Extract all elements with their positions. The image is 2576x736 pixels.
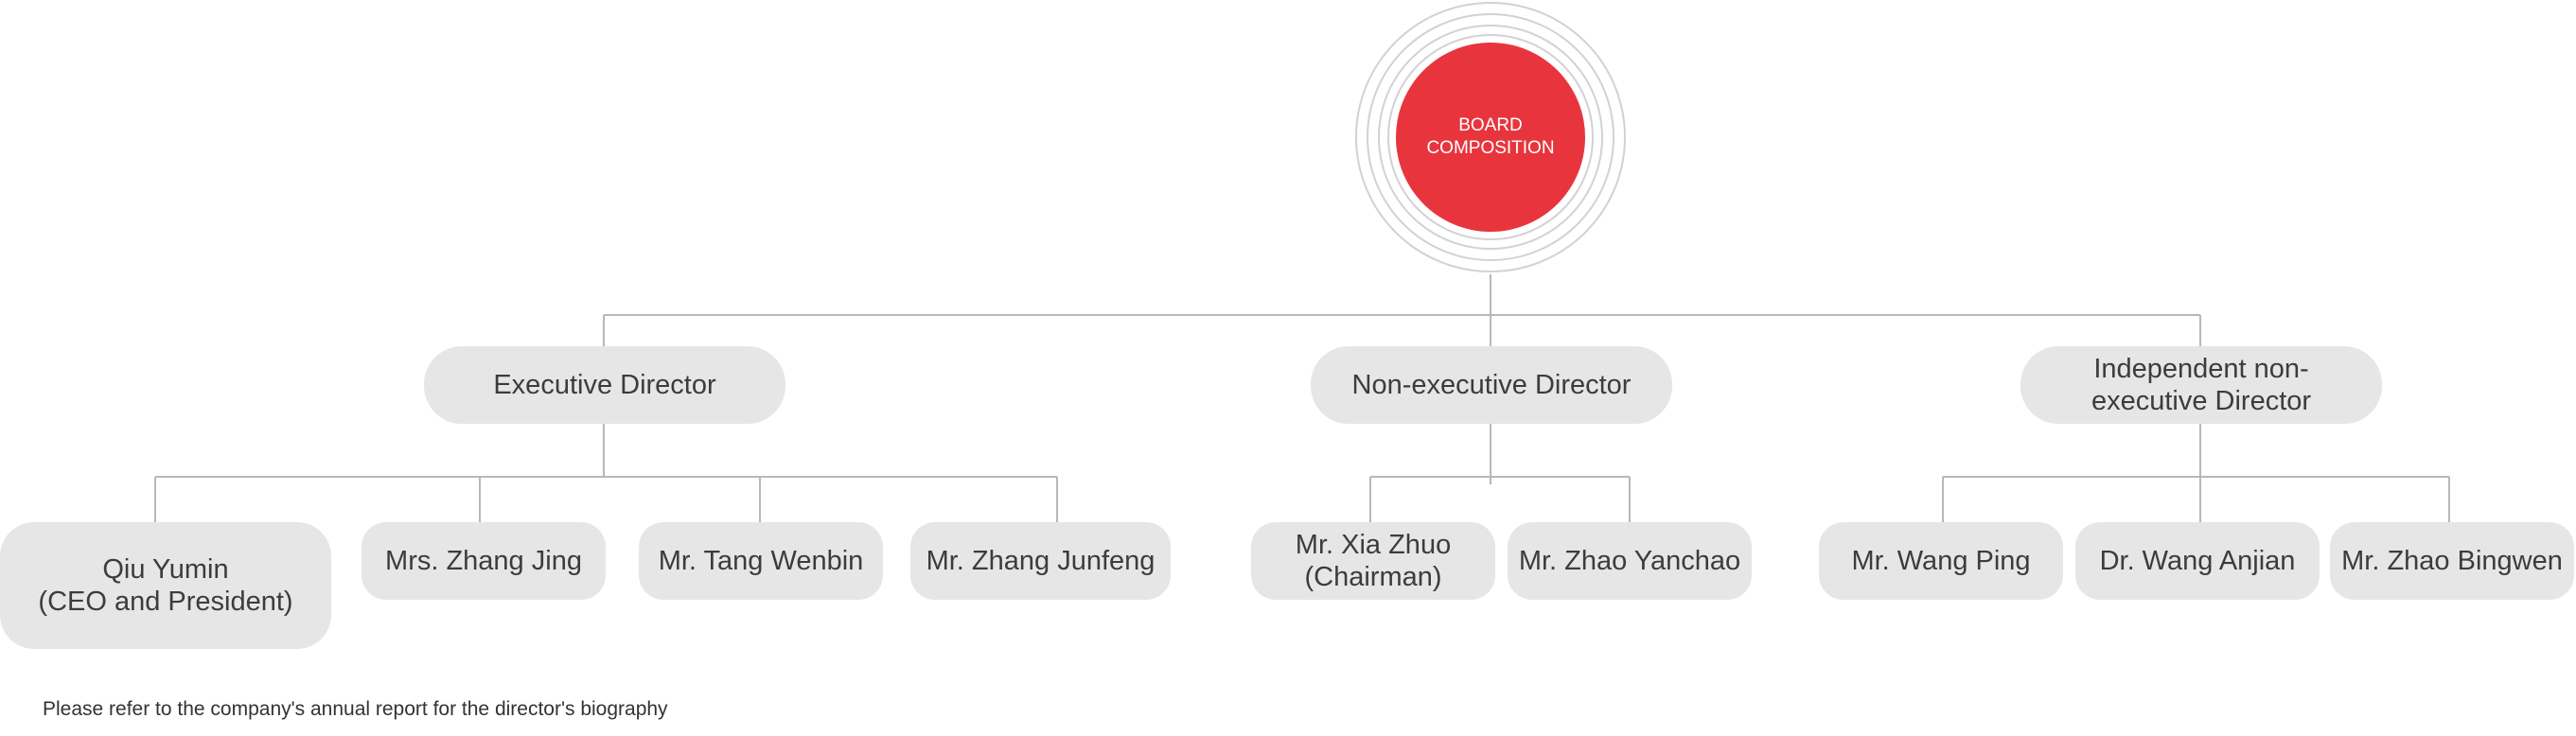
member-qiu-yumin: Qiu Yumin (CEO and President) bbox=[0, 522, 331, 649]
board-composition-node: BOARD COMPOSITION bbox=[1396, 43, 1585, 232]
member-tang-wenbin: Mr. Tang Wenbin bbox=[639, 522, 883, 600]
biography-footnote: Please refer to the company's annual rep… bbox=[43, 698, 668, 720]
member-xia-zhuo: Mr. Xia Zhuo (Chairman) bbox=[1251, 522, 1495, 600]
category-independent-non-executive-director: Independent non- executive Director bbox=[2020, 346, 2382, 424]
member-zhao-bingwen: Mr. Zhao Bingwen bbox=[2330, 522, 2574, 600]
category-executive-director: Executive Director bbox=[424, 346, 785, 424]
center-ring-outer bbox=[1355, 2, 1626, 272]
center-ring-innermost bbox=[1387, 34, 1594, 240]
member-zhang-junfeng: Mr. Zhang Junfeng bbox=[910, 522, 1171, 600]
center-ring-middle bbox=[1367, 13, 1614, 261]
category-non-executive-director: Non-executive Director bbox=[1311, 346, 1672, 424]
center-ring-inner bbox=[1378, 25, 1603, 250]
member-zhao-yanchao: Mr. Zhao Yanchao bbox=[1508, 522, 1752, 600]
member-zhang-jing: Mrs. Zhang Jing bbox=[362, 522, 606, 600]
member-wang-anjian: Dr. Wang Anjian bbox=[2075, 522, 2320, 600]
member-wang-ping: Mr. Wang Ping bbox=[1819, 522, 2063, 600]
